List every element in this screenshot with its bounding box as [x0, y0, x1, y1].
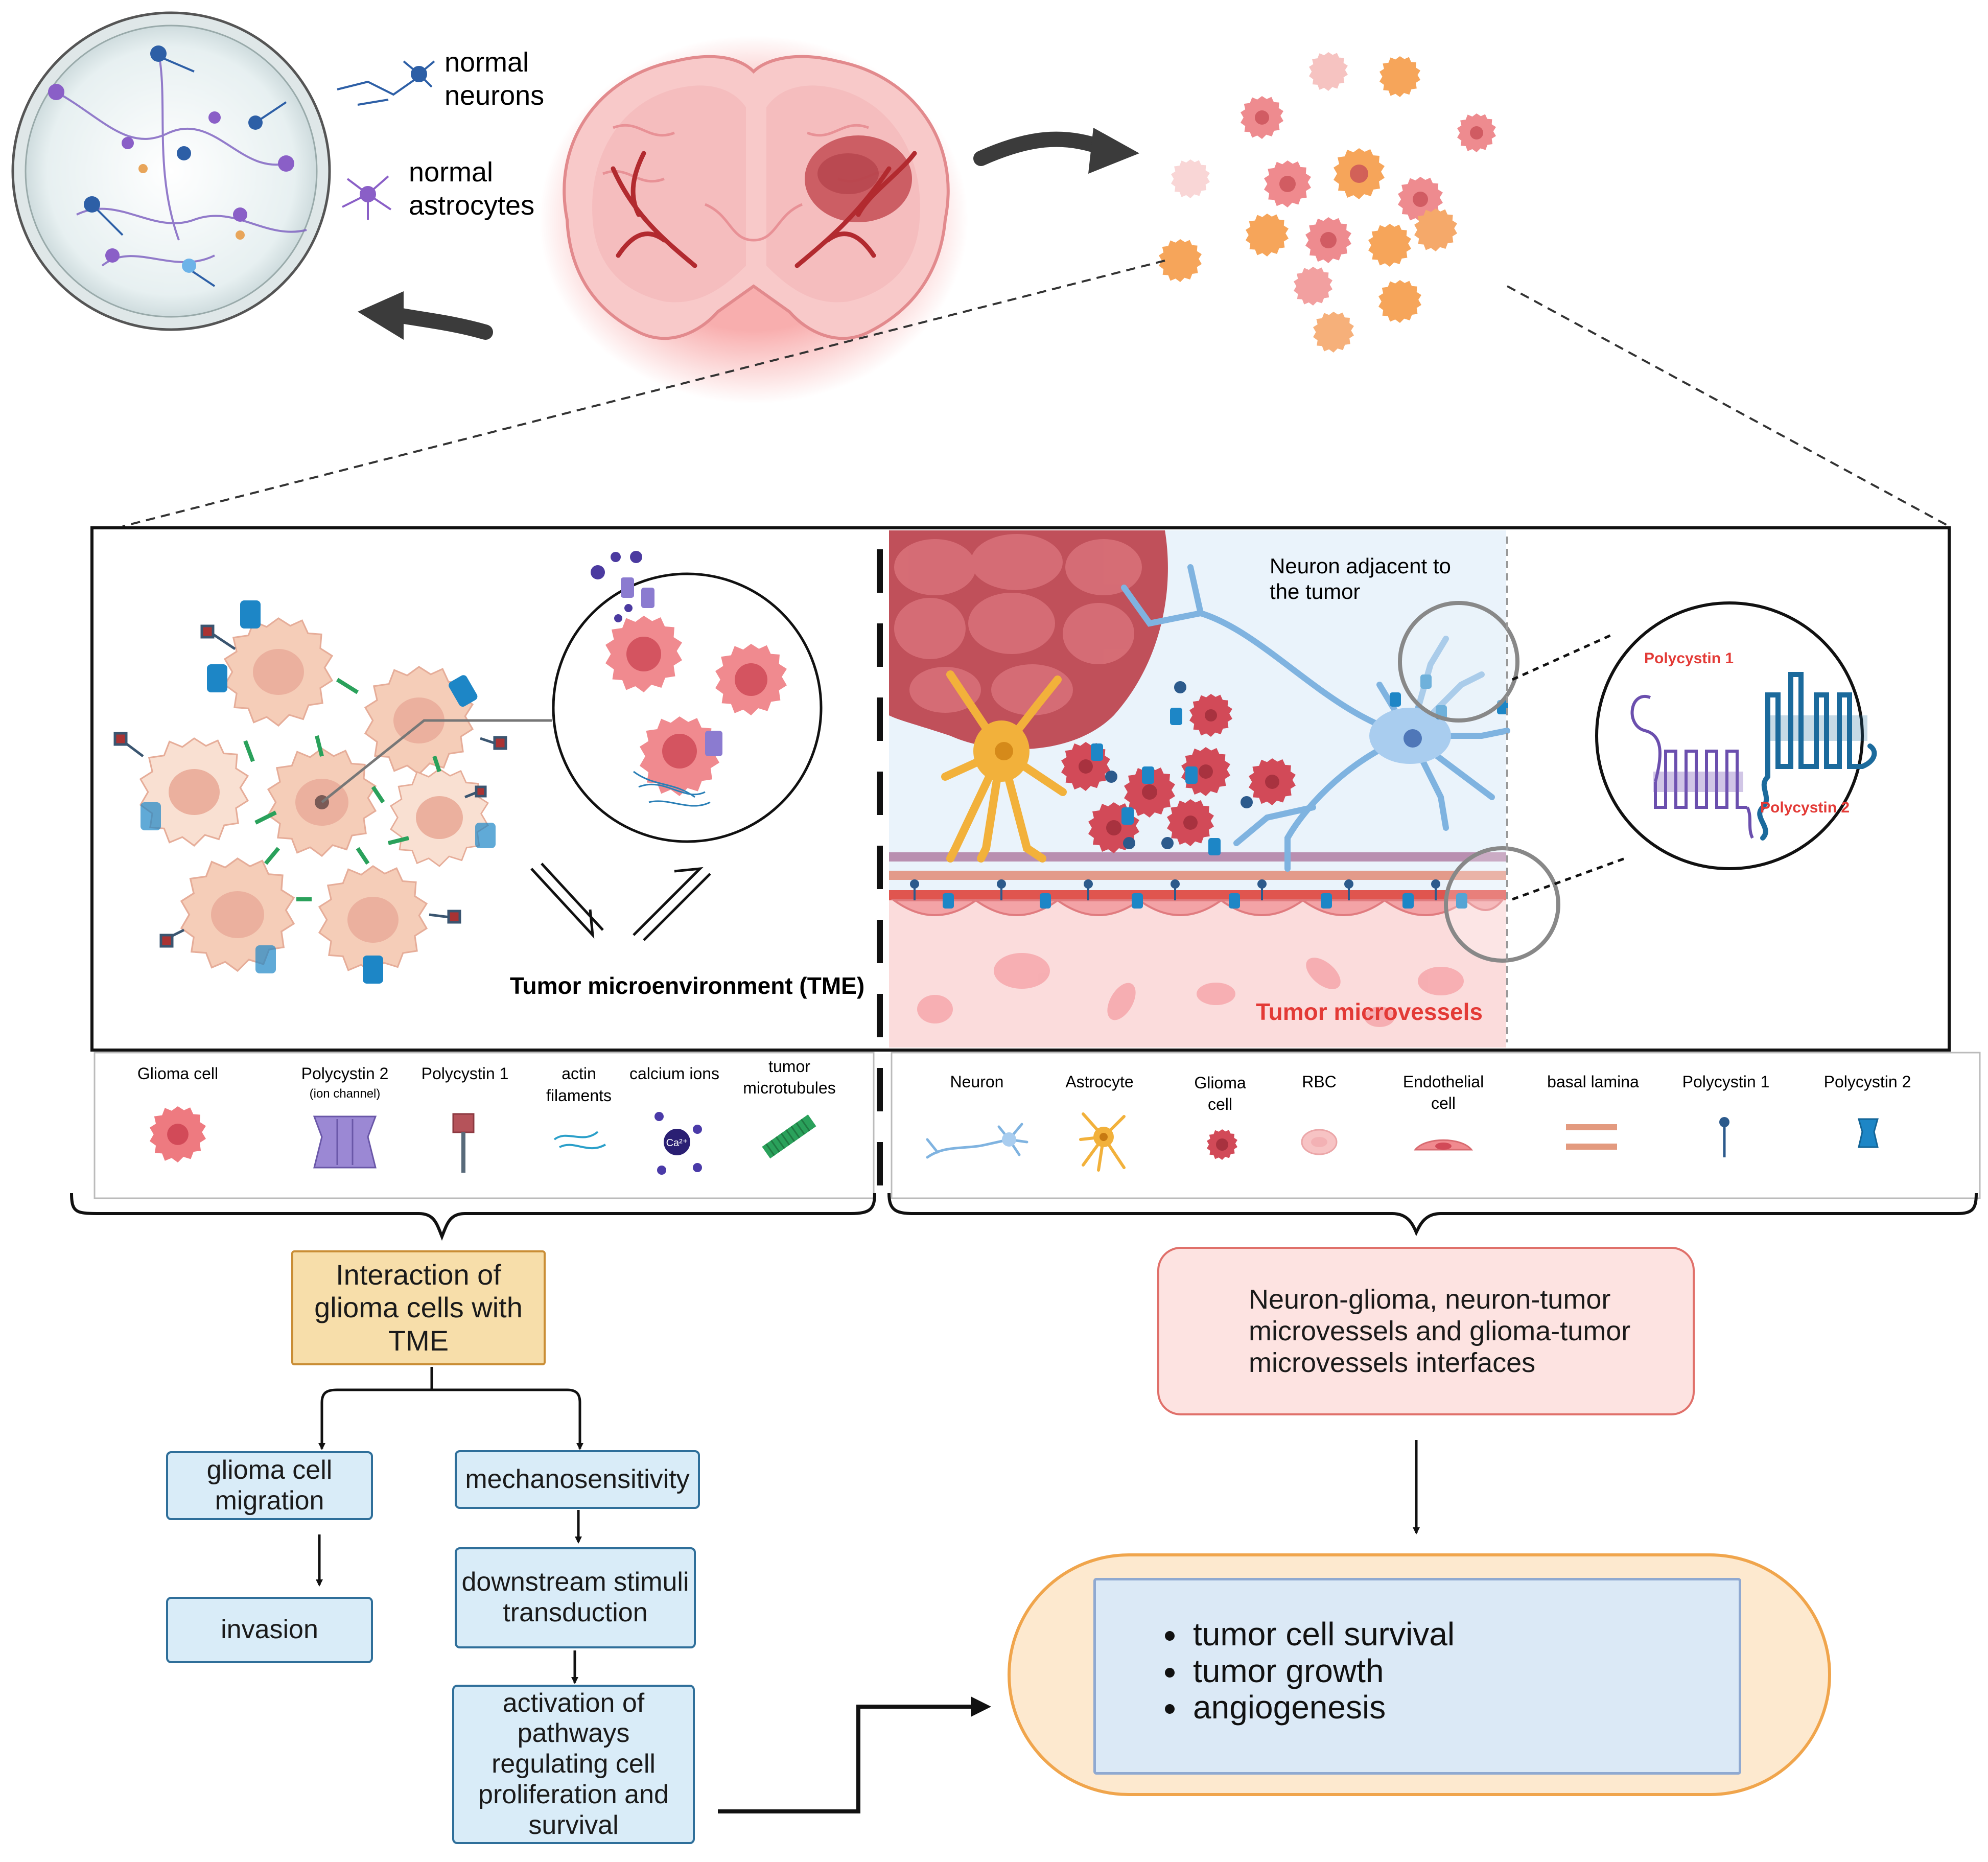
- interfaces-box: Neuron-glioma, neuron-tumor microvessels…: [1157, 1247, 1695, 1415]
- mechanosensitivity-text: mechanosensitivity: [465, 1464, 690, 1494]
- downstream-box: downstream stimuli transduction: [455, 1547, 696, 1648]
- invasion-box: invasion: [166, 1597, 373, 1663]
- legend-microtubules-label-line1: tumor: [768, 1057, 810, 1076]
- zoom-polycystin2-label: Polycystin 2: [1760, 799, 1850, 816]
- polycystin1-lollipops-panel: [910, 681, 1440, 900]
- normal-astrocyte-icon: [342, 175, 392, 220]
- tme-zoom-circle: [552, 551, 823, 843]
- brace-right: [887, 1193, 1978, 1237]
- legend-endothelial-label-line2: cell: [1431, 1094, 1456, 1112]
- legend-calcium-label: calcium ions: [629, 1064, 719, 1083]
- tumor-microvessels-title: Tumor microvessels: [1256, 998, 1483, 1025]
- flow-to-outcome-arrow: [718, 1696, 991, 1813]
- neuron-adjacent-label-line1: Neuron adjacent to: [1270, 554, 1451, 578]
- basal-lamina-icon: [1566, 1124, 1617, 1150]
- normal-astrocytes-label-line2: astrocytes: [409, 190, 534, 221]
- dissociated-tumor-cells: [1159, 52, 1496, 353]
- equilibrium-arrows-left: [530, 863, 604, 939]
- astrocyte-cell: [941, 670, 1067, 863]
- flow-connectors: [316, 1367, 1420, 1684]
- legend-left-frame: [93, 1052, 875, 1199]
- activation-text: activation of pathways regulating cell p…: [478, 1688, 669, 1840]
- brace-left: [70, 1193, 876, 1241]
- zoom-dashed-lines: [122, 260, 1950, 527]
- equilibrium-arrows-right: [633, 867, 711, 941]
- tumor-mass: [889, 530, 1168, 750]
- polycystin2-channel-icon: [1858, 1118, 1879, 1148]
- legend-polycystin2-right-label: Polycystin 2: [1824, 1073, 1911, 1091]
- legend-actin-label-line1: actin: [562, 1064, 596, 1083]
- tme-interaction-box: Interaction of glioma cells with TME: [291, 1250, 546, 1365]
- legend-basal-lamina-label: basal lamina: [1547, 1073, 1639, 1091]
- tme-title: Tumor microenvironment (TME): [510, 972, 864, 999]
- microtubule-icon: [762, 1114, 816, 1159]
- legend-endothelial-label-line1: Endothelial: [1403, 1073, 1484, 1091]
- polycystin-receptors-panel: [943, 674, 1508, 909]
- migration-text: glioma cell migration: [206, 1455, 333, 1516]
- outcome-item: tumor growth: [1188, 1652, 1739, 1690]
- vessel-lumen: [889, 899, 1506, 1048]
- legend-actin-label-line2: filaments: [546, 1086, 612, 1105]
- legend-microtubules-label-line2: microtubules: [743, 1079, 835, 1097]
- neuron-adjacent-label-line2: the tumor: [1270, 579, 1360, 603]
- outcome-item: angiogenesis: [1188, 1689, 1739, 1726]
- legend-polycystin2-label: Polycystin 2: [301, 1064, 389, 1083]
- downstream-text: downstream stimuli transduction: [461, 1567, 689, 1627]
- legend-glioma-label-line2: cell: [1208, 1095, 1232, 1113]
- neuron-cell: [1121, 564, 1510, 872]
- neuron-icon: [926, 1123, 1028, 1159]
- normal-astrocytes-label-line1: normal: [409, 157, 493, 188]
- arrow-to-tumor-cells: [973, 128, 1139, 174]
- zoom-polycystin1-label: Polycystin 1: [1644, 650, 1734, 667]
- calcium-ion-text: Ca²⁺: [666, 1137, 688, 1149]
- polycystin-zoom-circle: [1595, 601, 1877, 870]
- pin-receptor-icon: [452, 1113, 475, 1173]
- migration-box: glioma cell migration: [166, 1451, 373, 1520]
- outcomes-box: tumor cell survival tumor growth angioge…: [1093, 1578, 1741, 1775]
- astrocyte-icon: [1079, 1112, 1126, 1172]
- zoom-connector-lines: [1511, 632, 1625, 901]
- normal-neurons-label-line1: normal: [445, 47, 529, 78]
- tme-glioma-cells: [139, 617, 552, 974]
- calcium-ion-icon: Ca²⁺: [654, 1112, 702, 1175]
- rbc-icon: [1301, 1129, 1338, 1155]
- petri-dish-icon: [11, 11, 331, 331]
- glioma-cell-small-icon: [1207, 1129, 1237, 1160]
- legend-polycystin1-right-label: Polycystin 1: [1682, 1073, 1770, 1091]
- legend-glioma-label-line1: Glioma: [1194, 1074, 1246, 1092]
- outcome-item: tumor cell survival: [1188, 1616, 1739, 1653]
- legend-glioma-cell-label: Glioma cell: [137, 1064, 218, 1083]
- glioma-cell-icon: [150, 1106, 206, 1162]
- activation-box: activation of pathways regulating cell p…: [452, 1685, 695, 1844]
- tme-interaction-text: Interaction of glioma cells with TME: [314, 1258, 523, 1357]
- magnifier-vessel: [1444, 846, 1560, 963]
- normal-neurons-label-line2: neurons: [445, 80, 544, 111]
- legend-right-frame: [891, 1052, 1981, 1199]
- legend-astrocyte-label: Astrocyte: [1065, 1073, 1133, 1091]
- glioma-cells-panel: [1061, 694, 1296, 853]
- outcomes-list: tumor cell survival tumor growth angioge…: [1096, 1616, 1739, 1726]
- red-blood-cells: [917, 953, 1464, 1027]
- polycystin1-lollipop-icon: [1719, 1117, 1729, 1157]
- legend-rbc-label: RBC: [1302, 1073, 1337, 1091]
- ion-channel-icon: [313, 1115, 377, 1169]
- tme-polycystin1-pins: [113, 624, 507, 948]
- arrow-to-petri-dish: [358, 291, 493, 340]
- normal-neuron-icon: [337, 60, 435, 106]
- actin-filament-icon: [553, 1131, 606, 1150]
- legend-neuron-label: Neuron: [950, 1073, 1004, 1091]
- legend-ion-channel-sublabel: (ion channel): [310, 1087, 381, 1101]
- endothelial-cell-icon: [1413, 1139, 1474, 1151]
- tme-polycystin2-channels: [141, 600, 496, 984]
- mechanosensitivity-box: mechanosensitivity: [455, 1450, 700, 1509]
- interfaces-text: Neuron-glioma, neuron-tumor microvessels…: [1249, 1284, 1631, 1379]
- brain-tumor-illustration: [539, 36, 968, 404]
- invasion-text: invasion: [221, 1615, 318, 1645]
- legend-polycystin1-label: Polycystin 1: [422, 1064, 509, 1083]
- magnifier-neuron: [1398, 601, 1519, 723]
